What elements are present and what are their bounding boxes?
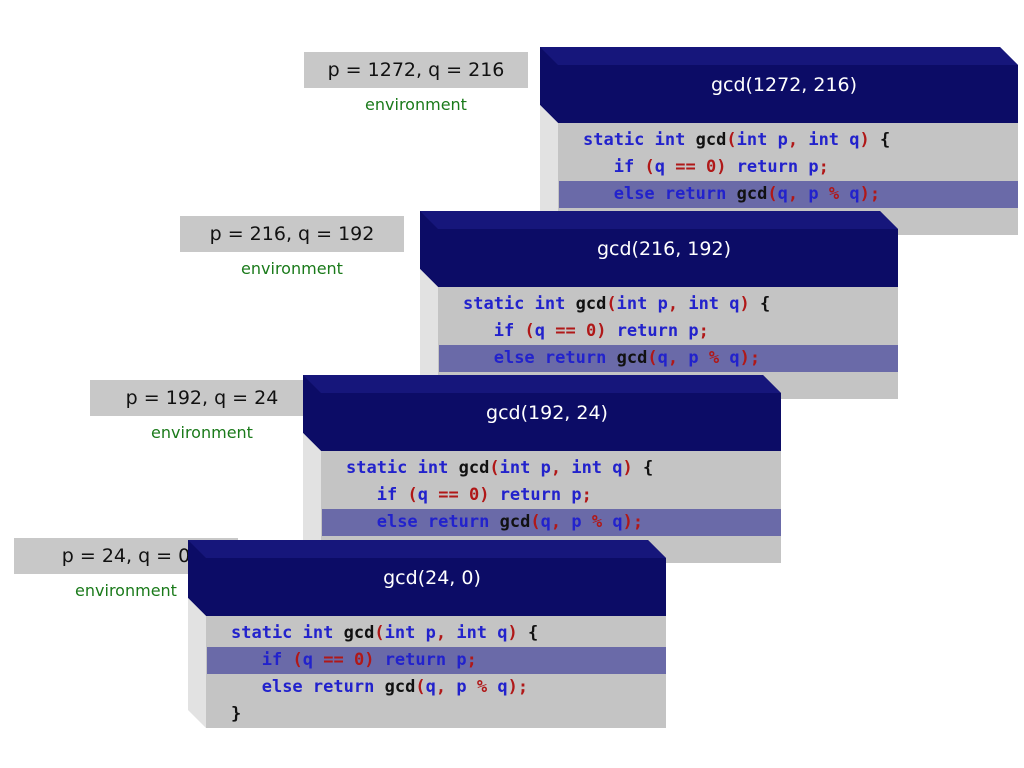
- frame-bevel: [540, 47, 1018, 235]
- frame-title: gcd(24, 0): [383, 567, 481, 589]
- environment-label: environment: [75, 581, 177, 600]
- code-line-else: else return gcd(q, p % q);: [559, 181, 1018, 208]
- environment-label: environment: [365, 95, 467, 114]
- code-line-else: else return gcd(q, p % q);: [439, 345, 898, 372]
- code-block: static int gcd(int p, int q) { if (q == …: [207, 620, 666, 728]
- code-line-if: if (q == 0) return p;: [207, 647, 666, 674]
- code-line-close: }: [231, 704, 242, 724]
- code-block: static int gcd(int p, int q) { if (q == …: [439, 291, 898, 399]
- code-line-else: else return gcd(q, p % q);: [261, 677, 529, 697]
- frame-title: gcd(192, 24): [486, 402, 608, 424]
- code-block: static int gcd(int p, int q) { if (q == …: [322, 455, 781, 563]
- call-frame: gcd(216, 192) static int gcd(int p, int …: [420, 211, 898, 399]
- frame-title: gcd(216, 192): [596, 238, 731, 260]
- code-line-if: if (q == 0) return p;: [376, 485, 592, 505]
- environment-label: environment: [241, 259, 343, 278]
- call-frame: gcd(24, 0) static int gcd(int p, int q) …: [188, 540, 666, 728]
- code-line-signature: static int gcd(int p, int q) {: [463, 294, 771, 314]
- code-line-signature: static int gcd(int p, int q) {: [346, 458, 654, 478]
- environment-values: p = 192, q = 24: [90, 380, 314, 416]
- code-line-signature: static int gcd(int p, int q) {: [583, 130, 891, 150]
- call-frame: gcd(1272, 216) static int gcd(int p, int…: [540, 47, 1018, 235]
- code-line-else: else return gcd(q, p % q);: [322, 509, 781, 536]
- frame-title: gcd(1272, 216): [710, 74, 858, 96]
- environment-label: environment: [151, 423, 253, 442]
- code-line-signature: static int gcd(int p, int q) {: [231, 623, 539, 643]
- code-line-if: if (q == 0) return p;: [493, 321, 709, 341]
- environment-values: p = 216, q = 192: [180, 216, 404, 252]
- code-line-if: if (q == 0) return p;: [613, 157, 829, 177]
- environment-values: p = 24, q = 0: [14, 538, 238, 574]
- frame-bevel: [420, 211, 898, 399]
- environment-values: p = 1272, q = 216: [304, 52, 528, 88]
- code-block: static int gcd(int p, int q) { if (q == …: [559, 127, 1018, 235]
- call-frame: gcd(192, 24) static int gcd(int p, int q…: [303, 375, 781, 563]
